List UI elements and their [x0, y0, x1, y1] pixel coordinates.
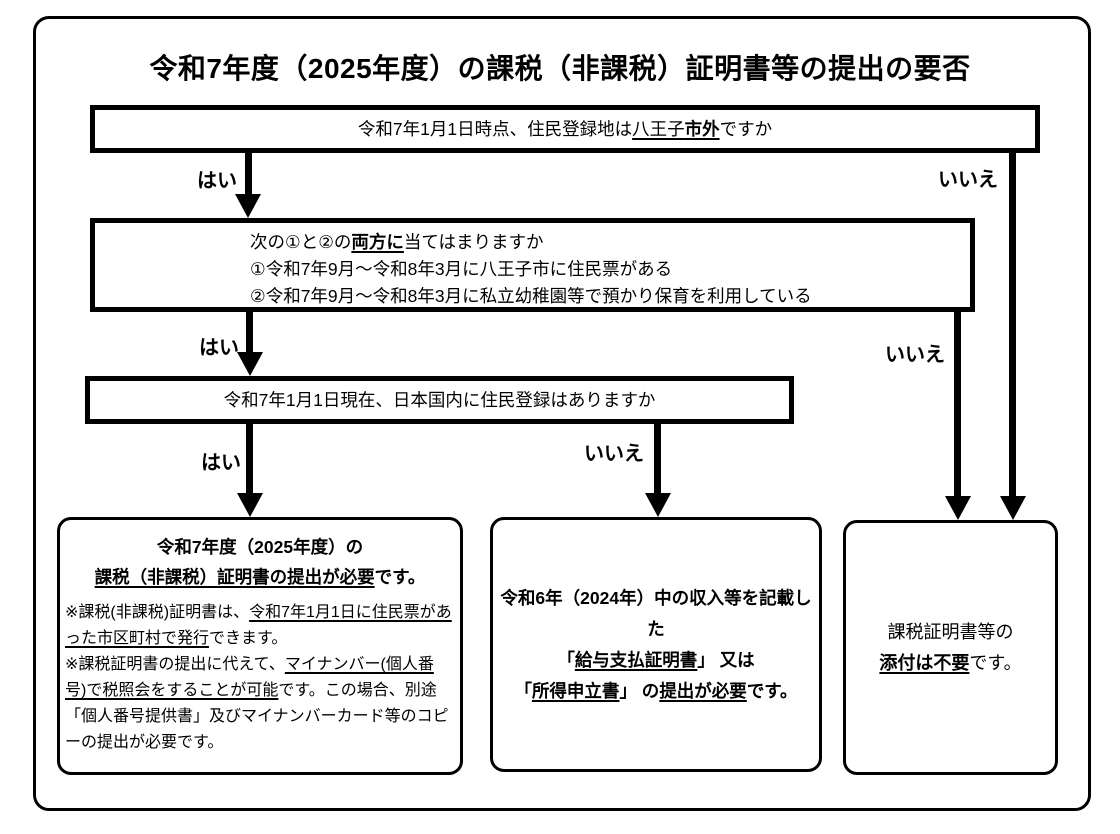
question-box-residence-outside-city: 令和7年1月1日時点、住民登録地は八王子市外ですか — [90, 105, 1040, 153]
q2-line1-underlined-bold: 両方に — [351, 232, 404, 252]
result-2-line3-underlined-2: 提出が必要 — [659, 680, 747, 701]
label-q1-yes: はい — [197, 170, 237, 192]
arrow-q2-yes-head — [237, 352, 263, 376]
result-2-line3-pre: 「 — [514, 680, 532, 701]
q1-text-post: ですか — [719, 118, 773, 139]
result-1-note-2: ※課税証明書の提出に代えて、マイナンバー(個人番号)で税照会をすることが可能です… — [65, 652, 455, 756]
q2-line1-post: 当てはまりますか — [403, 232, 544, 252]
question-2-line-3: ②令和7年9月～令和8年3月に私立幼稚園等で預かり保育を利用している — [250, 286, 812, 306]
question-box-registered-in-japan: 令和7年1月1日現在、日本国内に住民登録はありますか — [85, 376, 794, 424]
question-box-both-conditions: 次の①と②の両方に当てはまりますか ①令和7年9月～令和8年3月に八王子市に住民… — [90, 218, 975, 312]
result-1-note-1: ※課税(非課税)証明書は、令和7年1月1日に住民票があった市区町村で発行できます… — [65, 600, 455, 652]
result-1-notes: ※課税(非課税)証明書は、令和7年1月1日に住民票があった市区町村で発行できます… — [65, 600, 455, 756]
result-1-heading-post: です。 — [374, 567, 426, 587]
label-q3-yes: はい — [201, 452, 241, 474]
outer-border — [33, 16, 1091, 811]
arrow-q3-no-head — [645, 493, 671, 517]
result-3-post: です。 — [969, 652, 1022, 673]
arrow-q3-yes-line — [246, 422, 253, 495]
arrow-q1-yes-head — [235, 194, 261, 218]
result-2-line2-post: 」 又は — [697, 649, 755, 670]
question-3-text: 令和7年1月1日現在、日本国内に住民登録はありますか — [223, 389, 656, 410]
note-1-pre: ※課税(非課税)証明書は、 — [65, 604, 250, 621]
result-box-income-documents: 令和6年（2024年）中の収入等を記載した 「給与支払証明書」 又は 「所得申立… — [490, 517, 822, 772]
arrow-q2-no-line — [954, 308, 961, 498]
question-2-line-1: 次の①と②の両方に当てはまりますか — [250, 229, 962, 256]
note-1-underlined: 令和7年1月1日に住民票があった市区町村で発行 — [65, 604, 452, 647]
arrow-q2-yes-line — [246, 310, 253, 354]
q1-text-underlined-bold: 市外 — [684, 118, 720, 139]
q1-text-underlined: 八王子 — [632, 118, 685, 139]
q1-text-pre: 令和7年1月1日時点、住民登録地は — [357, 118, 633, 139]
arrow-q1-yes-line — [245, 151, 252, 196]
arrow-q3-no-line — [654, 422, 661, 495]
result-box-certificate-required: 令和7年度（2025年度）の 課税（非課税）証明書の提出が必要です。 ※課税(非… — [57, 517, 463, 775]
result-2-line2-underlined: 給与支払証明書 — [574, 649, 698, 670]
note-1-post: できます。 — [209, 630, 288, 647]
label-q2-yes: はい — [199, 337, 239, 359]
result-2-line3-underlined: 所得申立書 — [531, 680, 620, 701]
note-2-post: です。この場合、別途「個人番号提供書」及びマイナンバーカード等のコピーの提出が必… — [65, 682, 449, 751]
arrow-q2-no-head — [945, 496, 971, 520]
question-1-text: 令和7年1月1日時点、住民登録地は八王子市外ですか — [358, 116, 772, 143]
result-3-underlined-bold: 添付は不要 — [879, 652, 970, 673]
page-title: 令和7年度（2025年度）の課税（非課税）証明書等の提出の要否 — [149, 53, 971, 84]
result-1-heading-line1: 令和7年度（2025年度）の — [156, 537, 364, 557]
label-q2-no: いいえ — [885, 344, 945, 366]
result-1-heading-underlined: 課税（非課税）証明書の提出が必要 — [94, 567, 375, 587]
result-2-text: 令和6年（2024年）中の収入等を記載した 「給与支払証明書」 又は 「所得申立… — [499, 583, 813, 707]
result-1-heading: 令和7年度（2025年度）の 課税（非課税）証明書の提出が必要です。 — [65, 532, 455, 592]
q2-line1-pre: 次の①と②の — [250, 232, 352, 252]
question-2-line-2: ①令和7年9月～令和8年3月に八王子市に住民票がある — [250, 259, 673, 279]
note-2-pre: ※課税証明書の提出に代えて、 — [65, 656, 285, 673]
label-q3-no: いいえ — [584, 443, 644, 465]
result-3-line1: 課税証明書等の — [887, 621, 1014, 642]
arrow-q1-no-line — [1009, 150, 1016, 498]
arrow-q1-no-head — [1000, 496, 1026, 520]
arrow-q3-yes-head — [237, 493, 263, 517]
result-3-text: 課税証明書等の 添付は不要です。 — [879, 617, 1021, 679]
result-2-line3-post: です。 — [746, 680, 798, 701]
result-box-no-attachment-needed: 課税証明書等の 添付は不要です。 — [843, 520, 1058, 775]
result-2-line2-pre: 「 — [557, 649, 575, 670]
label-q1-no: いいえ — [938, 169, 998, 191]
result-2-line1: 令和6年（2024年）中の収入等を記載した — [500, 587, 812, 639]
note-2-underlined: マイナンバー(個人番号)で税照会をすることが可能 — [65, 656, 434, 699]
result-2-line3-mid: 」 の — [619, 680, 660, 701]
